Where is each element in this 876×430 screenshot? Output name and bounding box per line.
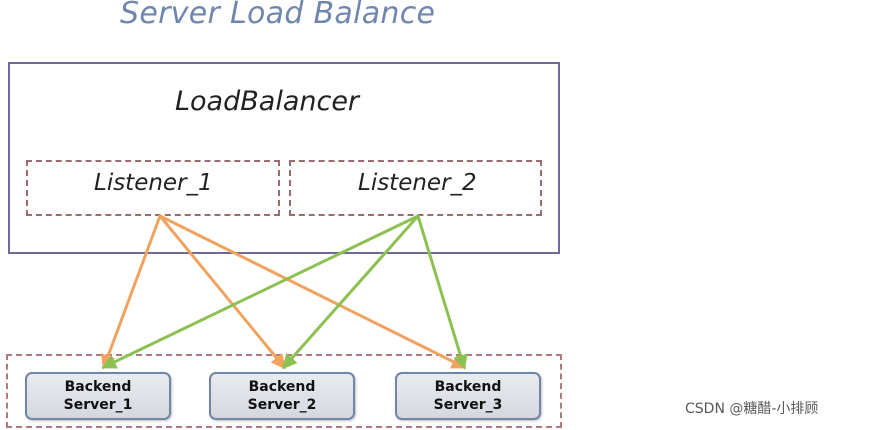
listener-1-label: Listener_1 [94,170,213,196]
backend-server-1: Backend Server_1 [25,372,171,420]
backend-server-3-line1: Backend [434,379,502,395]
backend-server-1-line2: Server_1 [63,397,133,413]
listener-2-label: Listener_2 [358,170,477,196]
backend-server-2-line2: Server_2 [247,397,317,413]
backend-server-2: Backend Server_2 [209,372,355,420]
load-balancer-label: LoadBalancer [175,86,360,117]
backend-server-3-line2: Server_3 [433,397,503,413]
backend-server-3: Backend Server_3 [395,372,541,420]
backend-server-2-line1: Backend [248,379,316,395]
watermark-text: CSDN @糖醋-小排顾 [685,401,819,417]
diagram-title: Server Load Balance [120,0,436,31]
backend-server-1-line1: Backend [64,379,132,395]
